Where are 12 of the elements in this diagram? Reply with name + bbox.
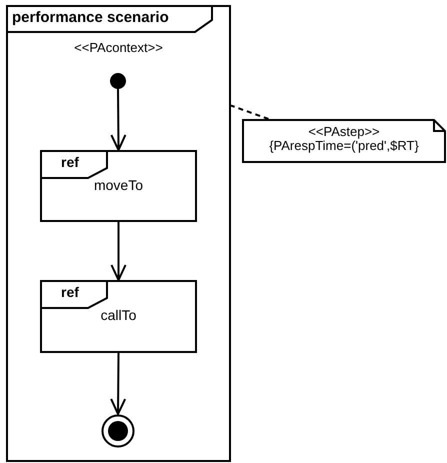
frame-title: performance scenario bbox=[12, 10, 169, 26]
interaction-name: moveTo bbox=[92, 178, 144, 194]
note-connector bbox=[230, 104, 269, 120]
tagged-value-text: {PArespTime=('pred',$RT} bbox=[268, 139, 420, 153]
ref-keyword: ref bbox=[61, 285, 79, 300]
stereotype-label: <<PAstep>> bbox=[307, 125, 381, 139]
control-flow-arrow bbox=[110, 353, 126, 415]
ref-keyword: ref bbox=[61, 155, 79, 170]
control-flow-arrow bbox=[110, 89, 126, 151]
stereotype-label: <<PAcontext>> bbox=[73, 41, 164, 56]
interaction-name: callTo bbox=[100, 308, 138, 324]
control-flow-arrow bbox=[110, 222, 126, 281]
